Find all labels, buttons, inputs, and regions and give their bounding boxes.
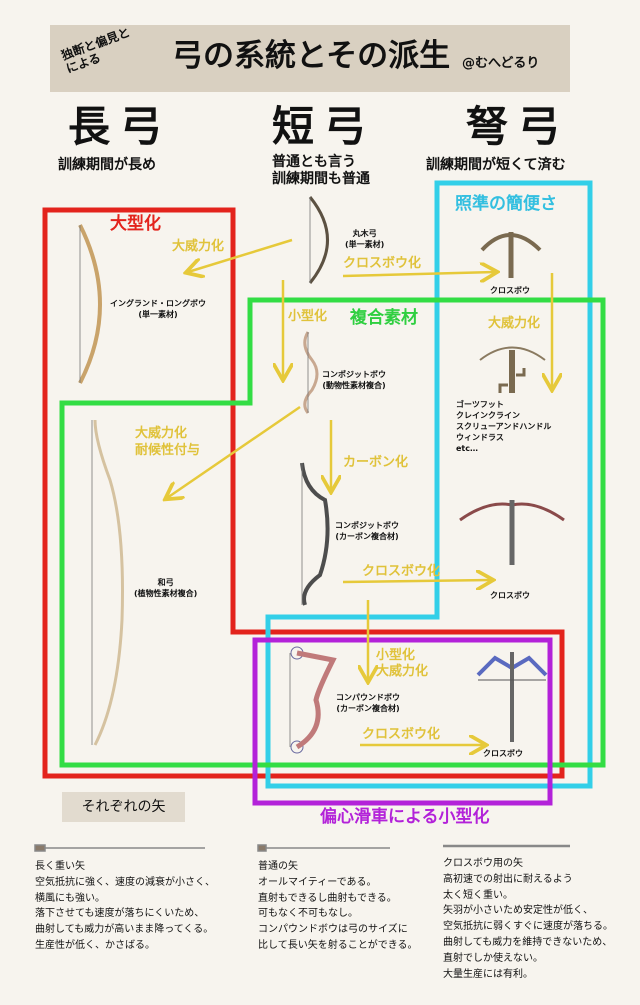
desc-line: オールマイティーである。 <box>258 876 377 888</box>
bow-name: コンパウンドボウ <box>336 693 400 702</box>
arrow-desc-longbow: 長く重い矢 空気抵抗に強く、速度の減衰が小さく、 横風にも強い。 落下させても速… <box>35 859 215 954</box>
heading-longbow: 長弓 <box>68 102 173 151</box>
crossbow-icon-3 <box>476 652 548 742</box>
bow-material: (単一素材) <box>345 240 385 249</box>
bow-label-crossbow-2: クロスボウ <box>490 591 530 600</box>
heading-shortbow: 短弓 <box>272 102 377 151</box>
bow-label-composite-carbon: コンポジットボウ (カーボン複合材) <box>335 520 399 542</box>
group-label-aim: 照準の簡便さ <box>455 194 557 214</box>
arrow-icons <box>34 844 570 852</box>
group-label-large: 大型化 <box>110 214 161 234</box>
bow-name: イングランド・ロングボウ <box>110 299 206 308</box>
author: @むへどるり <box>462 56 540 71</box>
note-shortbow-1: 普通とも言う <box>272 154 356 170</box>
desc-line: 直射もできるし曲射もできる。 <box>258 892 397 904</box>
label-carbon: カーボン化 <box>343 455 409 470</box>
crossbow-mech-icon <box>479 346 546 393</box>
mech-item: スクリューアンドハンドル <box>456 422 552 431</box>
desc-line: クロスボウ用の矢 <box>443 858 523 869</box>
mech-item: ゴーツフット <box>456 400 504 409</box>
group-label-composite: 複合素材 <box>350 308 418 328</box>
mech-item: etc… <box>456 444 478 453</box>
desc-line: 矢羽が小さいため安定性が低く、 <box>443 905 593 917</box>
bow-name: コンポジットボウ <box>335 521 399 530</box>
cyan-group-outline <box>265 180 593 789</box>
desc-line: 比して長い矢を射ることができる。 <box>258 939 418 951</box>
label-power-2: 大威力化 <box>488 316 541 331</box>
label-crossbow-2: クロスボウ化 <box>362 564 441 579</box>
bow-name: コンポジットボウ <box>322 370 386 379</box>
label-crossbow-3: クロスボウ化 <box>362 727 441 742</box>
label-power-weather-1: 大威力化 <box>135 426 188 441</box>
transition-arrows <box>167 238 552 745</box>
desc-line: コンパウンドボウは弓のサイズに <box>258 924 408 936</box>
bow-name: 和弓 <box>157 578 174 587</box>
bow-label-crossbow-3: クロスボウ <box>483 749 523 758</box>
label-smaller-power-1: 小型化 <box>376 648 416 663</box>
bow-label-crossbow-1: クロスボウ <box>490 286 530 295</box>
bow-label-composite-animal: コンポジットボウ (動物性素材複合) <box>322 369 386 391</box>
bow-label-longbow: イングランド・ロングボウ (単一素材) <box>110 298 206 320</box>
label-crossbow-1: クロスボウ化 <box>343 256 422 271</box>
desc-line: 太く短く重い。 <box>443 889 513 901</box>
red-group-outline <box>42 207 565 779</box>
composite-carbon-bow <box>300 462 330 606</box>
mech-item: ウィンドラス <box>456 433 504 442</box>
bow-name: 丸木弓 <box>352 229 377 238</box>
longbow <box>78 224 102 384</box>
bow-material: (カーボン複合材) <box>335 532 399 541</box>
label-smaller-1: 小型化 <box>288 309 328 324</box>
note-shortbow-2: 訓練期間も普通 <box>272 171 370 187</box>
group-label-eccentric: 偏心滑車による小型化 <box>320 807 490 827</box>
mech-item: クレインクライン <box>456 411 520 420</box>
desc-line: 空気抵抗に弱くすぐに速度が落ちる。 <box>443 921 613 933</box>
maruki-bow <box>308 196 329 284</box>
note-longbow: 訓練期間が長め <box>58 157 156 173</box>
crossbow-icon-2 <box>459 500 565 565</box>
desc-line: 直射でしか使えない。 <box>443 952 543 964</box>
bow-label-compound: コンパウンドボウ (カーボン複合材) <box>336 692 400 714</box>
desc-line: 曲射しても威力が高いまま降ってくる。 <box>35 924 214 936</box>
desc-line: 横風にも強い。 <box>35 892 105 904</box>
magenta-group-outline <box>252 637 553 806</box>
desc-line: 普通の矢 <box>258 861 298 872</box>
bow-material: (単一素材) <box>138 310 178 319</box>
bow-material: (植物性素材複合) <box>134 589 198 598</box>
label-power-1: 大威力化 <box>172 239 225 254</box>
crossbow-icon-1 <box>480 232 542 278</box>
desc-line: 空気抵抗に強く、速度の減衰が小さく、 <box>35 876 215 888</box>
arrow-desc-shortbow: 普通の矢 オールマイティーである。 直射もできるし曲射もできる。 可もなく不可も… <box>258 859 418 954</box>
desc-line: 生産性が低く、かさばる。 <box>35 939 155 951</box>
desc-line: 長く重い矢 <box>35 861 85 872</box>
bow-label-wakyu: 和弓 (植物性素材複合) <box>134 577 197 599</box>
note-crossbow: 訓練期間が短くて済む <box>426 157 566 173</box>
compound-bow-icon <box>289 646 337 754</box>
page-title: 弓の系統とその派生 <box>172 38 451 74</box>
bow-material: (カーボン複合材) <box>336 704 400 713</box>
wakyu <box>93 419 124 746</box>
composite-animal-bow <box>303 331 319 414</box>
title-band <box>50 25 570 92</box>
label-smaller-power-2: 大威力化 <box>376 664 429 679</box>
bow-label-maruki: 丸木弓 (単一素材) <box>345 228 384 250</box>
desc-line: 可もなく不可もなし。 <box>258 908 358 920</box>
arrow-desc-crossbow: クロスボウ用の矢 高初速での射出に耐えるよう 太く短く重い。 矢羽が小さいため安… <box>443 856 613 982</box>
crossbow-mechanisms: ゴーツフット クレインクライン スクリューアンドハンドル ウィンドラス etc… <box>456 399 551 454</box>
desc-line: 落下させても速度が落ちにくいため、 <box>35 908 205 920</box>
heading-crossbow: 弩弓 <box>466 102 571 151</box>
desc-line: 曲射しても威力を維持できないため、 <box>443 936 613 948</box>
bow-material: (動物性素材複合) <box>322 381 386 390</box>
green-group-outline <box>59 297 606 768</box>
desc-line: 高初速での射出に耐えるよう <box>443 873 573 885</box>
arrows-heading: それぞれの矢 <box>62 792 185 822</box>
label-power-weather-2: 耐候性付与 <box>135 443 201 458</box>
desc-line: 大量生産には有利。 <box>443 968 533 980</box>
